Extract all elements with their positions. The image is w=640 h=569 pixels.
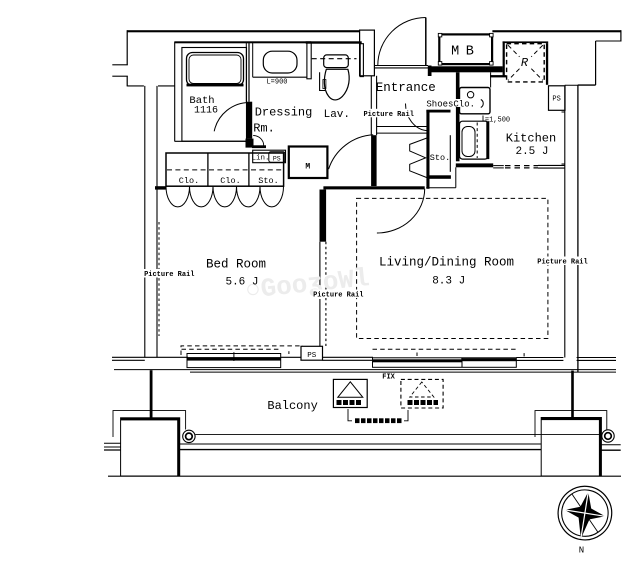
svg-text:PS: PS <box>307 352 317 360</box>
svg-text:Clo.: Clo. <box>220 176 240 186</box>
svg-text:Lav.: Lav. <box>324 109 350 121</box>
svg-text:Lin.: Lin. <box>251 155 269 163</box>
svg-text:Rm.: Rm. <box>253 122 275 136</box>
svg-text:=1,500: =1,500 <box>485 117 510 125</box>
svg-text:1116: 1116 <box>194 106 218 117</box>
svg-text:Entrance: Entrance <box>376 81 436 95</box>
svg-text:Bath: Bath <box>189 95 214 107</box>
svg-text:L=900: L=900 <box>266 78 287 86</box>
svg-text:Sto.: Sto. <box>258 176 278 186</box>
svg-text:Dressing: Dressing <box>255 106 313 120</box>
svg-text:Clo.: Clo. <box>179 176 199 186</box>
svg-text:Living/Dining Room: Living/Dining Room <box>379 256 514 270</box>
svg-text:MB: MB <box>451 45 480 60</box>
svg-text:Balcony: Balcony <box>267 399 317 413</box>
svg-text:5.6 J: 5.6 J <box>225 277 258 289</box>
svg-text:Picture Rail: Picture Rail <box>313 292 363 300</box>
svg-text:PS: PS <box>273 155 281 162</box>
svg-text:Kitchen: Kitchen <box>506 132 556 146</box>
svg-text:R: R <box>521 56 529 70</box>
svg-text:PS: PS <box>552 96 560 104</box>
svg-text:Bed Room: Bed Room <box>206 258 266 272</box>
svg-text:2.5 J: 2.5 J <box>515 146 548 158</box>
svg-text:Picture Rail: Picture Rail <box>144 271 194 279</box>
svg-text:N: N <box>579 546 584 556</box>
svg-text:Sto.: Sto. <box>430 153 450 163</box>
svg-text:Picture Rail: Picture Rail <box>363 111 413 119</box>
svg-text:8.3 J: 8.3 J <box>432 276 465 288</box>
svg-text:ShoesClo.: ShoesClo. <box>426 99 475 109</box>
svg-text:M: M <box>305 163 310 172</box>
svg-text:Picture Rail: Picture Rail <box>537 259 587 267</box>
svg-text:FIX: FIX <box>382 374 395 382</box>
